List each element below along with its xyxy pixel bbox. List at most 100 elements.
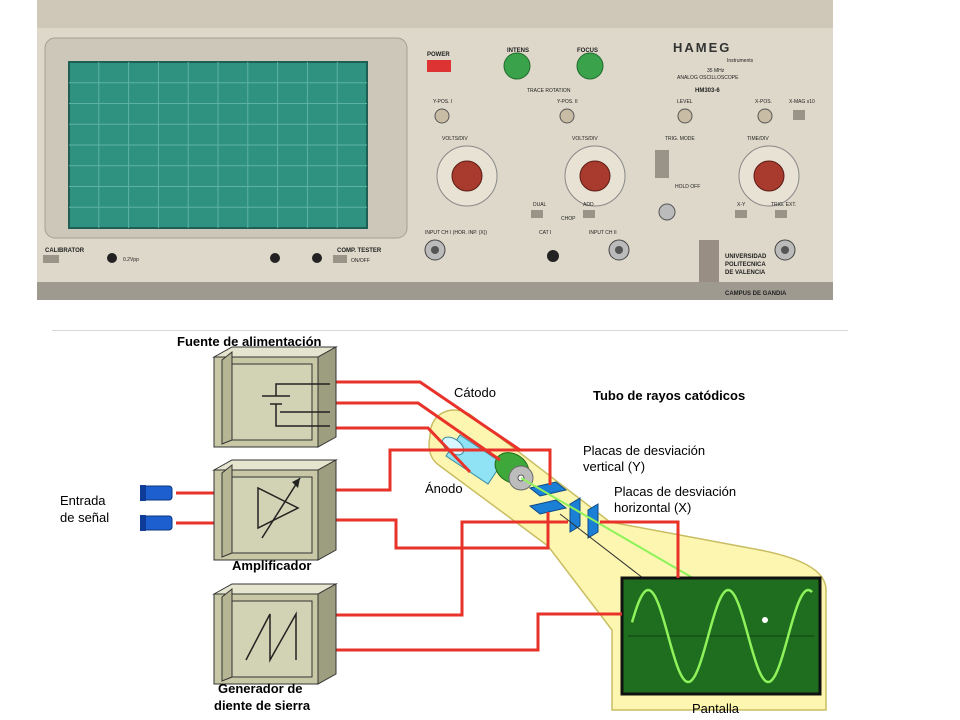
beam-spot <box>762 617 768 623</box>
signal-input-connector-1 <box>140 485 173 501</box>
hold-off-label: HOLD OFF <box>675 184 700 190</box>
sawtooth-generator-box <box>212 583 338 685</box>
sine-trace <box>630 588 813 684</box>
oscilloscope-photo: CALIBRATOR 0.2Vpp COMP. TESTER ON/OFF PO… <box>37 0 833 300</box>
ypos1-label: Y-POS. I <box>433 99 452 105</box>
focus-knob[interactable] <box>576 52 604 80</box>
power-supply-label: Fuente de alimentación <box>177 334 322 349</box>
hold-off-knob[interactable] <box>658 203 676 221</box>
add-label: ADD <box>583 202 594 208</box>
comp-tester-label: COMP. TESTER <box>337 248 382 254</box>
cathode-label: Cátodo <box>454 385 496 400</box>
power-label: POWER <box>427 52 450 58</box>
input-ch2-label: INPUT CH II <box>589 230 617 236</box>
amplifier-box <box>212 459 338 561</box>
case-bottom <box>37 282 833 300</box>
trig-mode-label: TRIG. MODE <box>665 136 695 142</box>
add-button[interactable] <box>583 210 595 218</box>
power-supply-box <box>212 346 338 448</box>
xy-label: X-Y <box>737 202 746 208</box>
trig-ext-label: TRIG. EXT. <box>771 202 796 208</box>
crt-title: Tubo de rayos catódicos <box>593 388 745 403</box>
wire-anode-1 <box>336 401 501 462</box>
cat-label: CAT I <box>539 230 551 236</box>
power-button[interactable] <box>427 60 451 72</box>
wire-vertical-plate-bottom <box>336 512 550 550</box>
trace-rotation-label: TRACE ROTATION <box>527 88 571 94</box>
calibrator-label: CALIBRATOR <box>45 248 85 254</box>
horizontal-plates-label-line1: Placas de desviación <box>614 484 736 499</box>
trig-ext-button[interactable] <box>775 210 787 218</box>
upv-line-1: UNIVERSIDAD <box>725 254 767 260</box>
time-div-label: TIME/DIV <box>747 136 769 142</box>
case-top <box>37 0 833 28</box>
wire-screen <box>336 612 622 652</box>
on-off-label: ON/OFF <box>351 258 370 264</box>
input-ch1-bnc-core <box>431 246 439 254</box>
calibrator-value: 0.2Vpp <box>123 257 139 263</box>
crt-diagram-canvas: Fuente de alimentación Tubo de rayos cat… <box>60 334 827 716</box>
volts-div-2-knob[interactable] <box>579 160 611 192</box>
ext-trigger-bnc-core <box>781 246 789 254</box>
model-line-2: ANALOG OSCILLOSCOPE <box>677 75 739 81</box>
chop-label: CHOP <box>561 216 576 222</box>
signal-input-connector-2 <box>140 515 173 531</box>
volts-div-2-label: VOLTS/DIV <box>572 136 598 142</box>
upv-line-2: POLITECNICA <box>725 262 766 268</box>
model-name: HM303-6 <box>695 88 720 94</box>
sawtooth-label-line2: diente de sierra <box>214 698 311 713</box>
upv-logo <box>699 240 719 282</box>
brand-subtitle: Instruments <box>727 58 754 64</box>
wire-anode-2 <box>336 426 472 474</box>
time-div-knob[interactable] <box>753 160 785 192</box>
wires <box>176 380 680 652</box>
upv-campus: CAMPUS DE GANDIA <box>725 291 787 297</box>
wire-cathode <box>336 380 521 452</box>
intens-knob[interactable] <box>503 52 531 80</box>
amplifier-label: Amplificador <box>232 558 311 573</box>
screen-label: Pantalla <box>692 701 740 716</box>
wire-horizontal-plate-right <box>600 520 680 578</box>
vertical-plates-label-line2: vertical (Y) <box>583 459 645 474</box>
oscilloscope-illustration: CALIBRATOR 0.2Vpp COMP. TESTER ON/OFF PO… <box>37 0 833 300</box>
dual-button[interactable] <box>531 210 543 218</box>
xy-button[interactable] <box>735 210 747 218</box>
intens-label: INTENS <box>507 48 529 54</box>
trig-mode-switch[interactable] <box>655 150 669 178</box>
vertical-deflection-plates <box>528 481 568 515</box>
upv-line-3: DE VALENCIA <box>725 270 766 276</box>
xpos-knob[interactable] <box>757 108 773 124</box>
xmag-button[interactable] <box>793 110 805 120</box>
level-knob[interactable] <box>677 108 693 124</box>
volts-div-1-knob[interactable] <box>451 160 483 192</box>
brand-logo: HAMEG <box>673 40 731 55</box>
ypos1-knob[interactable] <box>434 108 450 124</box>
crt-block-diagram: Fuente de alimentación Tubo de rayos cat… <box>0 300 960 720</box>
xpos-label: X-POS. <box>755 99 772 105</box>
level-label: LEVEL <box>677 99 693 105</box>
volts-div-1-label: VOLTS/DIV <box>442 136 468 142</box>
focus-label: FOCUS <box>577 48 598 54</box>
input-ch2-bnc-core <box>615 246 623 254</box>
signal-input-label-line2: de señal <box>60 510 109 525</box>
component-tester-jack-1[interactable] <box>270 253 280 263</box>
vertical-plates-label-line1: Placas de desviación <box>583 443 705 458</box>
sawtooth-label-line1: Generador de <box>218 681 303 696</box>
wire-horizontal-plate-left <box>336 520 568 617</box>
comp-tester-switch[interactable] <box>333 255 347 263</box>
input-ch1-label: INPUT CH I (HOR. INP. (X)) <box>425 230 487 236</box>
ypos2-knob[interactable] <box>559 108 575 124</box>
ground-jack[interactable] <box>547 250 559 262</box>
calibrator-output[interactable] <box>107 253 117 263</box>
anode-label: Ánodo <box>425 481 463 496</box>
screen-grid <box>69 62 367 228</box>
model-line-1: 35 MHz <box>707 68 725 74</box>
horizontal-plates-label-line2: horizontal (X) <box>614 500 691 515</box>
calibrator-switch[interactable] <box>43 255 59 263</box>
ypos2-label: Y-POS. II <box>557 99 578 105</box>
component-tester-jack-2[interactable] <box>312 253 322 263</box>
signal-input-label-line1: Entrada <box>60 493 106 508</box>
xmag-label: X-MAG x10 <box>789 99 815 105</box>
separator-line <box>52 330 848 331</box>
dual-label: DUAL <box>533 202 547 208</box>
